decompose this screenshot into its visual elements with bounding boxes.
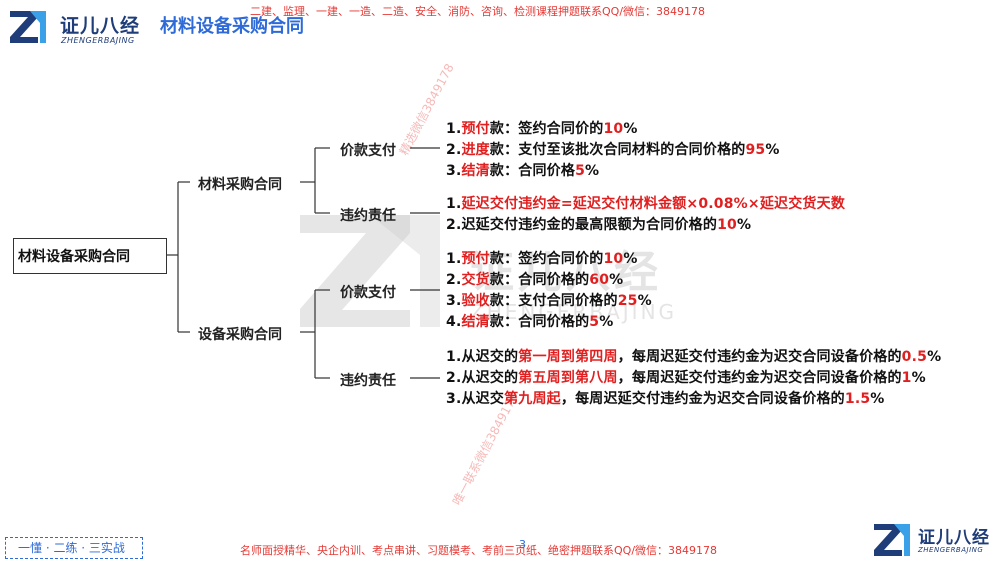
item-number: 2. [446,142,462,158]
item-text: ，每周迟延交付违约金为迟交合同设备价格的 [560,391,845,407]
item-keyword: 验收 [461,293,490,309]
item-keyword: 第一周到第四周 [518,349,618,365]
page-number: 3 [519,538,526,551]
logo-subtext: ZHENGERBAJING [918,546,984,554]
item-keyword: 结清 [461,163,490,179]
logo-top-left: 证儿八经 ZHENGERBAJING [8,7,178,47]
node-material-contract: 材料采购合同 [198,177,282,193]
item-number: 3. [446,293,462,309]
item-unit: % [585,163,600,179]
item-unit: % [870,391,885,407]
root-node-box [13,238,167,274]
root-node-label: 材料设备采购合同 [18,249,130,265]
node-material-payment: 价款支付 [340,143,396,159]
item-text: 2.从迟交的 [446,370,519,386]
item-keyword: 交货 [461,272,490,288]
logo-bottom-right: 证儿八经 ZHENGERBAJING [872,520,996,560]
item-text: 2.迟延交付违约金的最高限额为合同价格的 [446,217,718,233]
item-text: 款：支付至该批次合同材料的合同价格的 [489,142,746,158]
item-unit: % [911,370,926,386]
logo-text: 证儿八经 [60,15,141,37]
logo-mark-icon [10,11,46,43]
logo-text: 证儿八经 [918,528,990,548]
item-text: 1.从迟交的 [446,349,519,365]
item-text: 款：签约合同价的 [489,251,604,267]
item-unit: % [623,121,638,137]
item-value: 95 [745,142,766,158]
equipment-liability-item-3: 3.从迟交第九周起，每周迟延交付违约金为迟交合同设备价格的1.5% [446,388,885,408]
item-text: 款：签约合同价的 [489,121,604,137]
item-number: 3. [446,163,462,179]
item-unit: % [765,142,780,158]
item-unit: % [599,314,614,330]
item-value: 5 [575,163,586,179]
equipment-payment-item-1: 1.预付款：签约合同价的10% [446,248,638,268]
item-unit: % [609,272,624,288]
item-text: ，每周迟延交付违约金为迟交合同设备价格的 [617,370,902,386]
item-value: 10 [603,251,624,267]
node-equipment-liability: 违约责任 [340,373,396,389]
item-keyword: 预付 [461,121,490,137]
node-material-liability: 违约责任 [340,208,396,224]
center-watermark-text: 证儿八经 [470,247,662,298]
item-value: 1 [901,370,912,386]
center-watermark [300,215,700,339]
equipment-payment-item-2: 2.交货款：合同价格的60% [446,269,623,289]
top-contact-banner: 二建、监理、一建、一造、二造、安全、消防、咨询、检测课程押题联系QQ/微信：38… [250,5,706,18]
item-text: 款：支付合同价格的 [489,293,618,309]
equipment-payment-item-3: 3.验收款：支付合同价格的25% [446,290,652,310]
item-text: 款：合同价格的 [489,272,590,288]
equipment-payment-item-4: 4.结清款：合同价格的5% [446,311,613,331]
page-title: 材料设备采购合同 [160,16,304,37]
logo-mark-icon [874,524,910,556]
material-payment-item-2: 2.进度款：支付至该批次合同材料的合同价格的95% [446,139,780,159]
item-value: 25 [617,293,638,309]
item-value: 0.5 [901,349,928,365]
material-payment-item-1: 1.预付款：签约合同价的10% [446,118,638,138]
item-value: 5 [589,314,600,330]
item-value: 1.5 [844,391,871,407]
item-unit: % [736,217,752,233]
item-text: 3.从迟交 [446,391,505,407]
node-equipment-contract: 设备采购合同 [198,327,282,343]
material-liability-item-1: 1.延迟交付违约金=延迟交付材料金额×0.08%×延迟交货天数 [446,193,845,213]
item-keyword: 进度 [461,142,490,158]
item-value: 10 [603,121,624,137]
item-number: 1. [446,121,462,137]
bottom-contact-banner: 名师面授精华、央企内训、考点串讲、习题模考、考前三页纸、绝密押题联系QQ/微信：… [240,544,718,557]
center-watermark-sub: ZHENGERBAJING [470,300,678,324]
material-liability-item-2: 2.迟延交付违约金的最高限额为合同价格的10% [446,214,751,234]
item-unit: % [623,251,638,267]
item-unit: % [927,349,942,365]
item-text: ，每周迟延交付违约金为迟交合同设备价格的 [617,349,902,365]
logo-subtext: ZHENGERBAJING [61,36,135,45]
material-payment-item-3: 3.结清款：合同价格5% [446,160,599,180]
item-number: 4. [446,314,462,330]
item-number: 1. [446,196,462,212]
item-number: 1. [446,251,462,267]
item-value: 10 [717,217,737,233]
item-keyword: 第九周起 [504,391,561,407]
item-value: 60 [589,272,610,288]
item-number: 2. [446,272,462,288]
item-unit: % [637,293,652,309]
slogan-box [5,537,143,559]
item-keyword: 结清 [461,314,490,330]
item-formula: 延迟交付违约金=延迟交付材料金额×0.08%×延迟交货天数 [461,196,846,212]
slogan-text: 一懂 · 二练 · 三实战 [18,541,125,555]
equipment-liability-item-1: 1.从迟交的第一周到第四周，每周迟延交付违约金为迟交合同设备价格的0.5% [446,346,941,366]
item-text: 款：合同价格的 [489,314,590,330]
item-keyword: 预付 [461,251,490,267]
item-keyword: 第五周到第八周 [518,370,618,386]
equipment-liability-item-2: 2.从迟交的第五周到第八周，每周迟延交付违约金为迟交合同设备价格的1% [446,367,926,387]
node-equipment-payment: 价款支付 [340,285,396,301]
item-text: 款：合同价格 [489,163,576,179]
